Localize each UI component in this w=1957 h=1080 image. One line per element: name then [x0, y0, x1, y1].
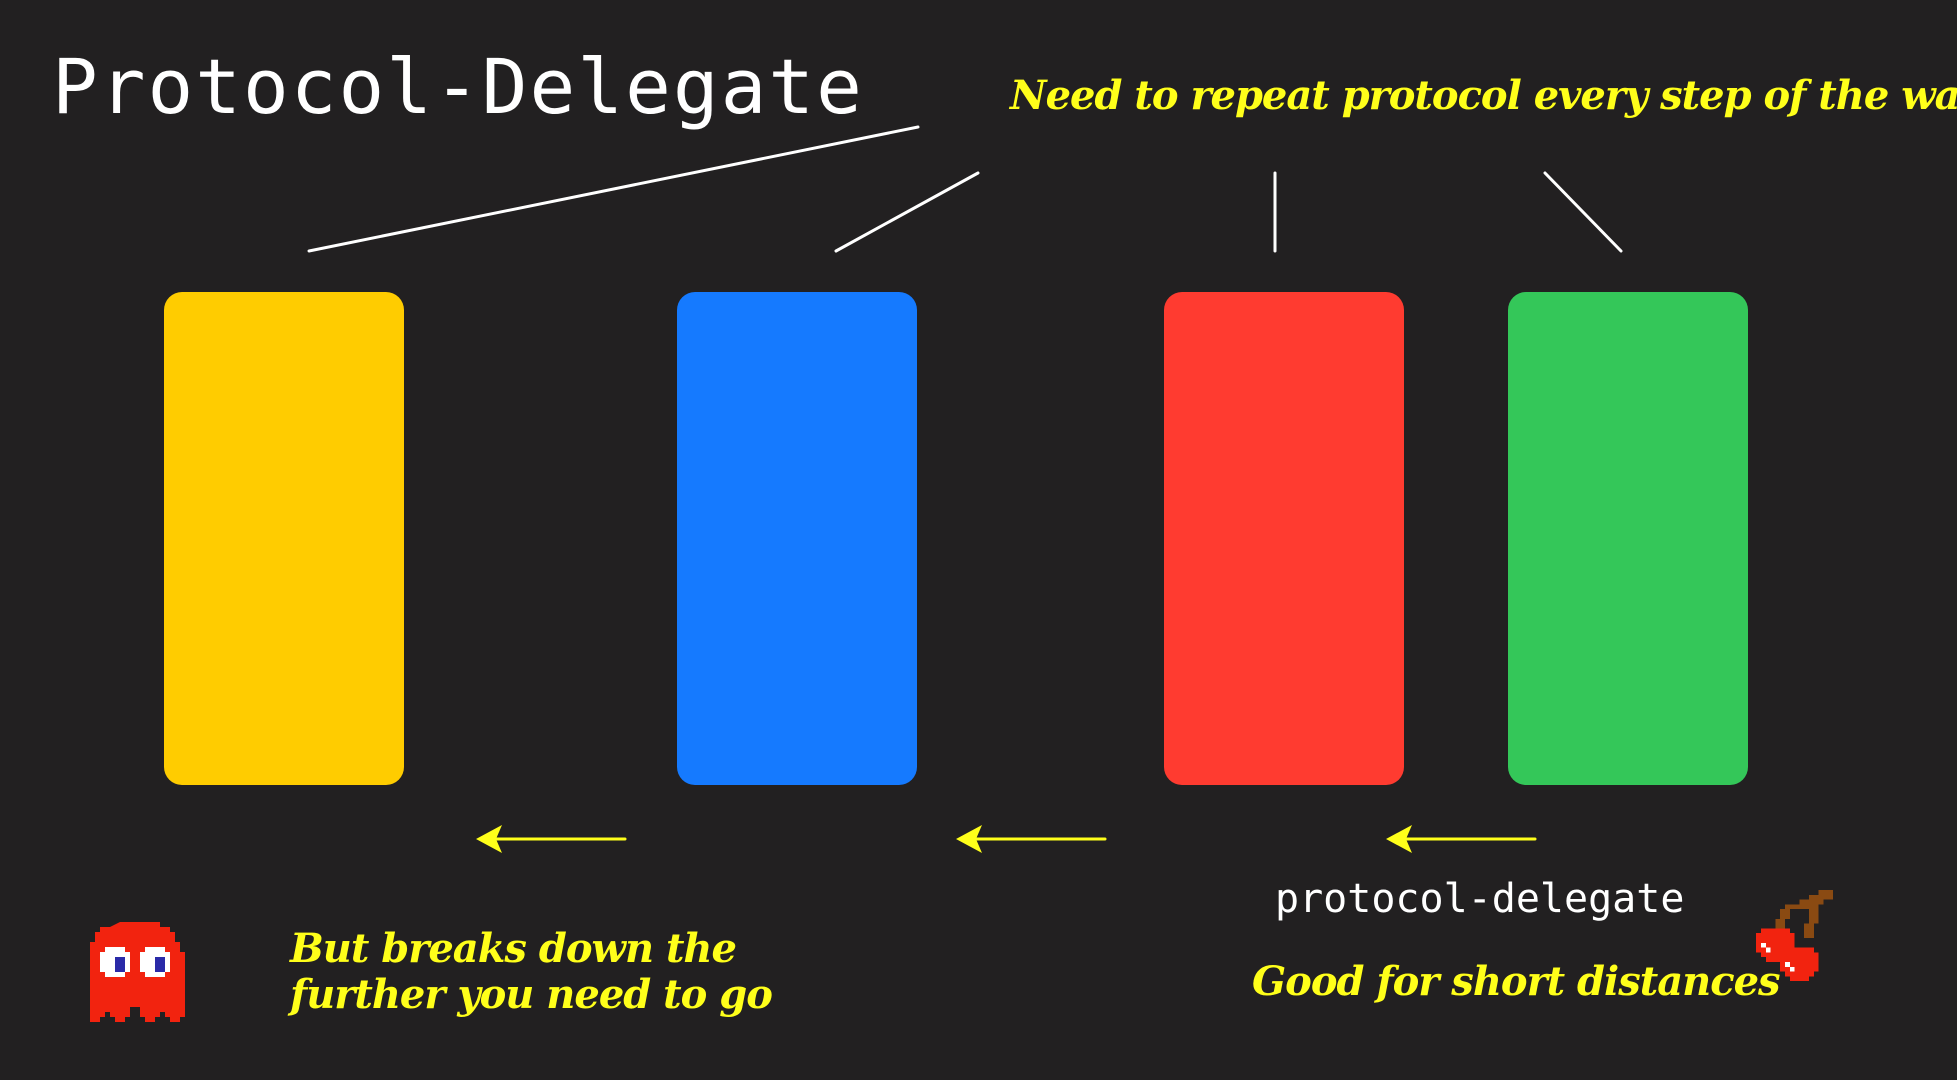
left-annotation: But breaks down the further you need to …: [290, 925, 773, 1018]
arrow-left-2: [956, 825, 1107, 853]
slide-title: Protocol-Delegate: [52, 42, 864, 131]
cherry-icon: [1756, 890, 1833, 982]
arrow-left-3: [1386, 825, 1537, 853]
left-annotation-line-2: further you need to go: [290, 971, 773, 1018]
pointer-line-2: [834, 171, 980, 253]
arrow-left-1: [476, 825, 627, 853]
ghost-icon: [90, 922, 185, 1022]
yellow-box: [164, 292, 404, 785]
pointer-line-4: [1543, 171, 1623, 253]
left-annotation-line-1: But breaks down the: [290, 925, 737, 972]
green-box: [1508, 292, 1748, 785]
red-box: [1164, 292, 1404, 785]
top-annotation: Need to repeat protocol every step of th…: [1010, 72, 1957, 119]
blue-box: [677, 292, 917, 785]
protocol-delegate-label: protocol-delegate: [1275, 876, 1685, 922]
pointer-line-1: [307, 125, 920, 253]
right-annotation: Good for short distances: [1252, 958, 1781, 1005]
